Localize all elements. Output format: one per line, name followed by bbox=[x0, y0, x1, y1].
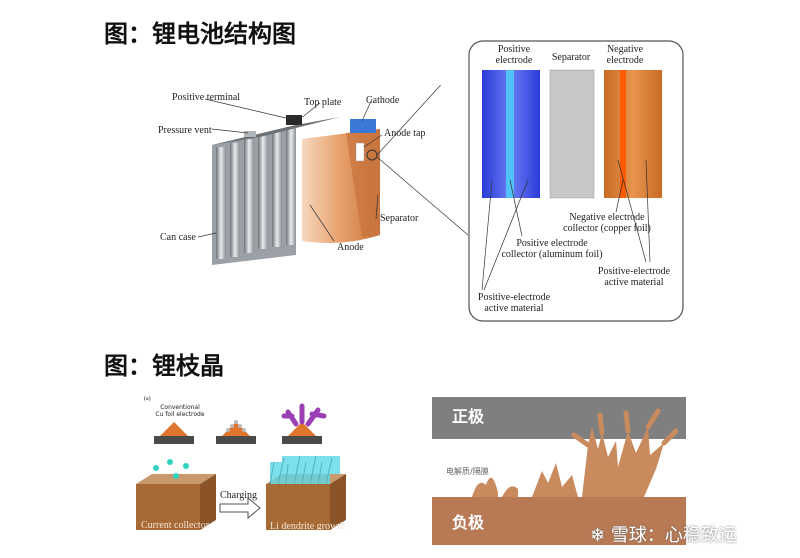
label-can-case: Can case bbox=[160, 232, 196, 243]
label-pressure-vent: Pressure vent bbox=[158, 125, 212, 136]
current-collector-block bbox=[136, 474, 216, 530]
label-anode-tap: Anode tap bbox=[384, 128, 426, 139]
label-positive-active-right: Positive-electrode active material bbox=[597, 266, 671, 288]
electrode-detail-panel bbox=[468, 40, 684, 322]
label-separator: Separator bbox=[380, 213, 419, 224]
anode-tab bbox=[355, 142, 365, 162]
structure-title: 图：锂电池结构图 bbox=[104, 20, 296, 48]
watermark: ❄ 雪球：心稳致远 bbox=[590, 525, 737, 546]
label-negative-cn: 负极 bbox=[452, 513, 485, 532]
aluminum-foil-layer bbox=[506, 70, 514, 198]
negative-electrode-layer bbox=[604, 70, 662, 198]
label-positive-cn: 正极 bbox=[452, 407, 485, 426]
dendrite-shapes bbox=[472, 408, 679, 497]
negative-electrode-band bbox=[432, 497, 686, 545]
copper-foil-layer bbox=[620, 70, 626, 198]
dendrite-layer-illustration bbox=[432, 397, 686, 545]
positive-terminal bbox=[286, 115, 302, 125]
label-electrolyte-cn: 电解质/隔膜 bbox=[446, 467, 489, 476]
label-panel-a: (a) bbox=[144, 396, 151, 402]
label-negative-collector: Negative electrode collector (copper foi… bbox=[563, 212, 651, 234]
dendrite-block bbox=[266, 455, 346, 530]
separator-layer bbox=[549, 69, 595, 199]
label-positive-terminal: Positive terminal bbox=[172, 92, 241, 103]
dendrite-growth-illustration bbox=[136, 403, 346, 530]
positive-electrode-band bbox=[432, 397, 686, 439]
charging-arrow bbox=[219, 496, 261, 520]
label-positive-collector: Positive electrode collector (aluminum f… bbox=[501, 238, 603, 260]
label-separator-top: Separator bbox=[551, 52, 591, 63]
pressure-vent bbox=[244, 131, 256, 137]
cathode-strip bbox=[350, 119, 376, 133]
label-cathode: Cathode bbox=[366, 95, 400, 106]
label-positive-electrode-top: Positive electrode bbox=[495, 44, 533, 66]
top-plate bbox=[212, 117, 340, 145]
label-negative-electrode-top: Negative electrode bbox=[606, 44, 644, 66]
can-case bbox=[212, 125, 296, 265]
label-current-collector: Current collector bbox=[141, 520, 210, 531]
snowball-logo-icon: ❄ bbox=[590, 525, 606, 546]
battery-structure-illustration bbox=[197, 85, 469, 265]
label-top-plate: Top plate bbox=[304, 97, 342, 108]
label-charging: Charging bbox=[220, 490, 258, 501]
label-positive-active-left: Positive-electrode active material bbox=[477, 292, 551, 314]
dendrite-title: 图：锂枝晶 bbox=[104, 352, 224, 380]
label-li-dendrite: Li dendrite growth bbox=[270, 521, 345, 532]
label-conventional-foil: Conventional Cu foil electrode bbox=[155, 404, 205, 418]
label-anode: Anode bbox=[337, 242, 364, 253]
